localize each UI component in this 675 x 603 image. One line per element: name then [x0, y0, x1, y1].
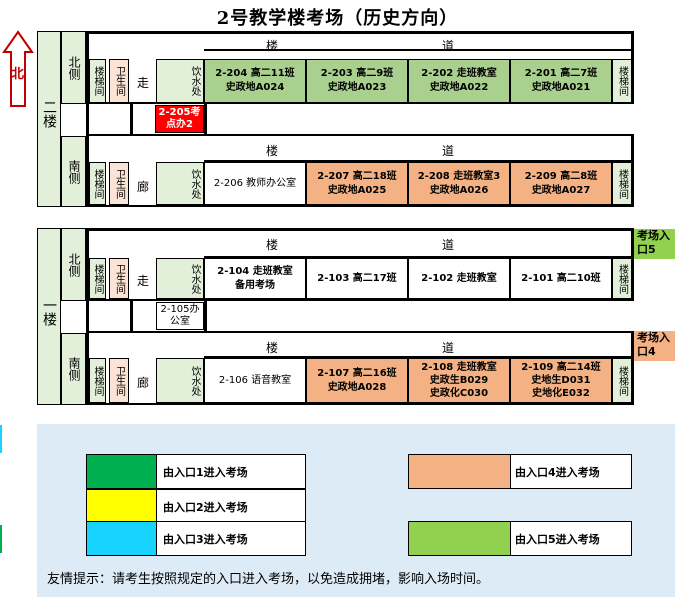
floor1-south-hall-right: 道 [442, 341, 455, 355]
room-2-106: 2-106 语音教室 [204, 358, 306, 403]
floor2-label-cell [37, 31, 61, 207]
legend-label-entrance5: 由入口5进入考场 [515, 532, 600, 546]
legend-label-entrance3: 由入口3进入考场 [163, 532, 248, 546]
floor1-south-water: 饮水处 [156, 358, 204, 403]
floor2-south-hall-right: 道 [442, 144, 455, 158]
room-2-207: 2-207 高二18班史政地A025 [306, 162, 408, 205]
room-2-204: 2-204 高二11班史政地A024 [204, 59, 306, 103]
legend-item-entrance2: 由入口2进入考场 [86, 489, 306, 524]
room-2-209: 2-209 高二8班史政地A027 [510, 162, 612, 205]
room-2-206: 2-206 教师办公室 [204, 162, 306, 205]
floor1-south-stairwell-east: 楼梯间 [612, 358, 632, 403]
floor1-north-stairwell: 楼梯间 [89, 258, 106, 299]
entrance5-tag: 考场入口5 [634, 229, 675, 259]
room-2-107: 2-107 高二16班史政地A028 [306, 358, 408, 403]
floor2-north-stairwell-east: 楼梯间 [612, 59, 632, 103]
room-2-201: 2-201 高二7班史政地A021 [510, 59, 612, 103]
friendly-tip: 友情提示：请考生按照规定的入口进入考场，以免造成拥堵，影响入场时间。 [47, 572, 490, 587]
floor2-north-side: 北侧 [61, 31, 86, 104]
room-2-101: 2-101 高二10班 [510, 258, 612, 299]
floor2-south-toilet: 卫生间 [109, 162, 129, 205]
page-title: 2号教学楼考场（历史方向） [216, 8, 459, 29]
floor2-south-side: 南侧 [61, 136, 86, 207]
floor1-north-stairwell-east: 楼梯间 [612, 258, 632, 299]
legend-label-entrance2: 由入口2进入考场 [163, 500, 248, 514]
legend-item-entrance4: 由入口4进入考场 [408, 454, 632, 489]
floor1-south-toilet: 卫生间 [109, 358, 129, 403]
legend-item-entrance5: 由入口5进入考场 [408, 521, 632, 556]
floor1-north-hall-left: 楼 [266, 238, 279, 252]
room-2-103: 2-103 高二17班 [306, 258, 408, 299]
legend-label-entrance4: 由入口4进入考场 [515, 465, 600, 479]
floor1-label: 一楼 [41, 298, 57, 326]
room-2-105-office: 2-105办公室 [156, 302, 204, 330]
floor2-south-hall-left: 楼 [266, 144, 279, 158]
floor2-north-toilet: 卫生间 [109, 59, 129, 103]
floor1-corridor-bottom: 廊 [137, 376, 150, 390]
legend-swatch-entrance2 [87, 490, 157, 523]
legend-item-entrance1: 由入口1进入考场 [86, 454, 306, 489]
floor2-corridor-top: 走 [137, 76, 150, 90]
floor2-south-water: 饮水处 [156, 162, 204, 205]
room-2-203: 2-203 高二9班史政地A023 [306, 59, 408, 103]
floor2-north-water: 饮水处 [156, 59, 204, 103]
legend-label-entrance1: 由入口1进入考场 [163, 465, 248, 479]
north-label: 北 [11, 67, 25, 82]
room-2-104: 2-104 走班教室备用考场 [204, 258, 306, 299]
floor1-north-water: 饮水处 [156, 258, 204, 299]
legend-swatch-entrance5 [409, 522, 511, 555]
floor2-north-hall-right: 道 [442, 39, 455, 53]
room-2-202: 2-202 走班教室史政地A022 [408, 59, 510, 103]
legend-edge-mark-green [0, 525, 2, 553]
legend-swatch-entrance4 [409, 455, 511, 488]
floor1-south-stairwell: 楼梯间 [89, 358, 106, 403]
floor2-north-stairwell: 楼梯间 [89, 59, 106, 103]
room-2-205-exam-office: 2-205考点办2 [155, 105, 204, 133]
floor2-south-stairwell: 楼梯间 [89, 162, 106, 205]
floor1-label-cell [37, 228, 61, 405]
room-2-102: 2-102 走班教室 [408, 258, 510, 299]
floor2-corridor-bottom: 廊 [137, 180, 150, 194]
legend-edge-mark-blue [0, 425, 2, 453]
legend-swatch-entrance3 [87, 522, 157, 555]
north-arrow-icon [2, 30, 34, 107]
floor1-north-toilet: 卫生间 [109, 258, 129, 299]
legend-swatch-entrance1 [87, 455, 157, 488]
legend-item-entrance3: 由入口3进入考场 [86, 521, 306, 556]
floor2-label: 二楼 [41, 100, 57, 128]
floor2-north-hall-left: 楼 [266, 39, 279, 53]
floor1-north-hall-right: 道 [442, 238, 455, 252]
floor1-south-side: 南侧 [61, 333, 86, 405]
floor2-south-stairwell-east: 楼梯间 [612, 162, 632, 205]
floor1-south-hall-left: 楼 [266, 341, 279, 355]
entrance4-tag: 考场入口4 [634, 331, 675, 361]
floor1-corridor-top: 走 [137, 274, 150, 288]
floor1-north-side: 北侧 [61, 228, 86, 301]
